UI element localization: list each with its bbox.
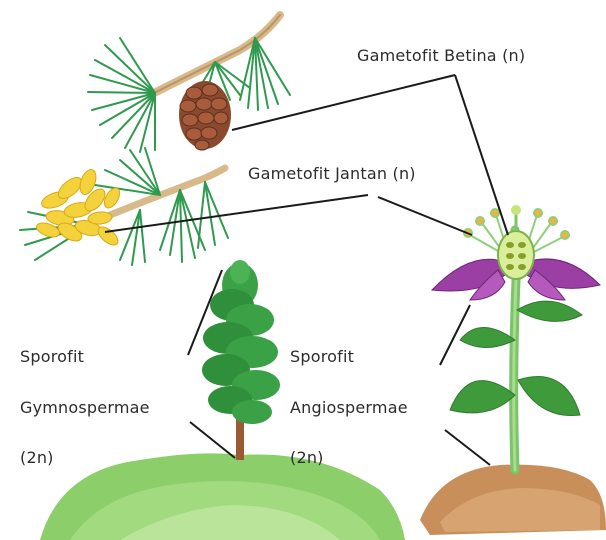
line-female-to-ovary bbox=[455, 75, 508, 235]
angiosperm-label-line3: (2n) bbox=[290, 448, 324, 467]
gymnosperm-label-line1: Sporofit bbox=[20, 347, 84, 366]
pine-branch-male bbox=[20, 148, 228, 265]
line-male-to-stamen bbox=[378, 197, 472, 235]
angiosperm-label-line2: Angiospermae bbox=[290, 398, 408, 417]
female-gametophyte-label: Gametofit Betina (n) bbox=[357, 46, 525, 65]
angiosperm-sporophyte bbox=[420, 205, 606, 535]
line-angio-down bbox=[445, 430, 490, 465]
line-gymno-down bbox=[190, 422, 235, 458]
female-cone bbox=[179, 81, 231, 150]
male-cones bbox=[35, 167, 123, 248]
gymnosperm-label-line3: (2n) bbox=[20, 448, 54, 467]
pistil-ovary bbox=[498, 205, 534, 279]
angiosperm-label-line1: Sporofit bbox=[290, 347, 354, 366]
line-female-to-cone bbox=[232, 75, 455, 130]
male-gametophyte-label: Gametofit Jantan (n) bbox=[248, 164, 416, 183]
conifer-tree bbox=[202, 260, 280, 424]
pine-branch-female bbox=[88, 15, 290, 152]
gymnosperm-label-line2: Gymnospermae bbox=[20, 398, 150, 417]
